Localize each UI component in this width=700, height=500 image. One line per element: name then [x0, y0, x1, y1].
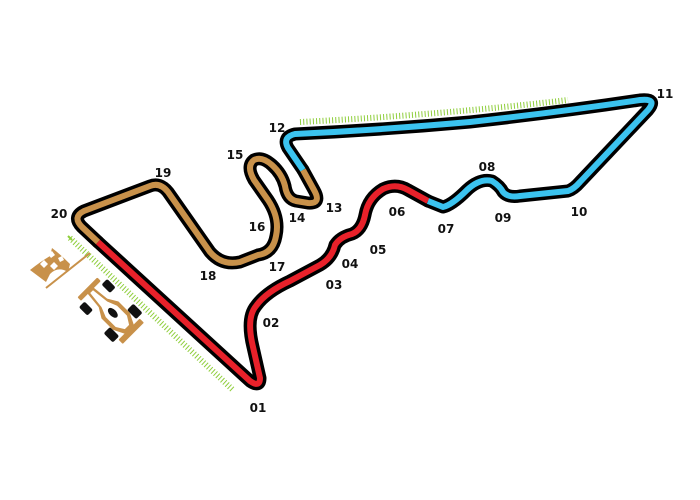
checkered-flag-icon [30, 248, 91, 289]
turn-label: 05 [370, 243, 387, 257]
turn-label: 07 [438, 222, 455, 236]
track-sectors [74, 96, 655, 387]
sector-2 [283, 96, 655, 210]
turn-label: 17 [269, 260, 286, 274]
turn-label: 11 [657, 87, 674, 101]
race-car-icon [77, 277, 144, 344]
turn-label: 16 [249, 220, 266, 234]
turn-label: 04 [342, 257, 359, 271]
turn-label: 09 [495, 211, 512, 225]
pit-marking-main-straight [67, 235, 236, 393]
turn-labels: 01 02 03 04 05 06 07 08 09 10 11 12 13 1… [51, 87, 674, 415]
turn-label: 13 [326, 201, 343, 215]
turn-label: 19 [155, 166, 172, 180]
turn-label: 01 [250, 401, 267, 415]
turn-label: 03 [326, 278, 343, 292]
turn-label: 18 [200, 269, 217, 283]
pit-marking-back-straight [299, 97, 569, 125]
sector-1 [95, 183, 430, 387]
turn-label: 08 [479, 160, 496, 174]
turn-label: 15 [227, 148, 244, 162]
turn-label: 12 [269, 121, 286, 135]
sector-3 [74, 155, 320, 266]
turn-label: 20 [51, 207, 68, 221]
turn-label: 02 [263, 316, 280, 330]
turn-label: 14 [289, 211, 306, 225]
turn-label: 06 [389, 205, 406, 219]
turn-label: 10 [571, 205, 588, 219]
pit-end-tick [67, 235, 73, 241]
track-outline [71, 93, 658, 391]
